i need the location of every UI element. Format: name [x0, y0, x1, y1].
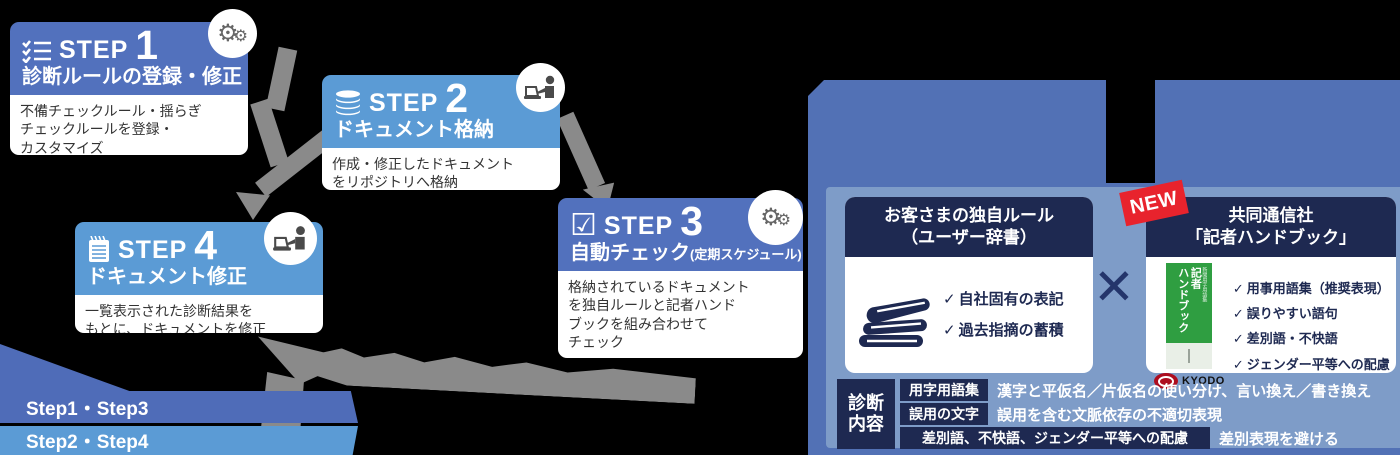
- row-label: 誤用の文字: [900, 403, 988, 425]
- handbook-book-cover: 記者 ハンドブック 新聞用字用語集: [1166, 263, 1213, 344]
- check-icon: ✓: [1232, 331, 1244, 347]
- gears-icon: ⚙⚙: [760, 203, 791, 231]
- step2-body: 作成・修正したドキュメント をリポジトリへ格納: [322, 147, 560, 190]
- book-cover-subtitle: 新聞用字用語集: [1201, 267, 1208, 303]
- handbook-title: 共同通信社 「記者ハンドブック」: [1146, 197, 1396, 258]
- step2-header: STEP 2 ドキュメント格納: [322, 75, 560, 148]
- row-label: 差別語、不快語、ジェンダー平等への配慮: [900, 427, 1210, 449]
- step2-word: STEP: [369, 88, 439, 117]
- step4-body: 一覧表示された診断結果を もとに、ドキュメントを修正: [75, 294, 323, 333]
- check-icon: ✓: [1232, 356, 1244, 372]
- check-icon: ✓: [1232, 280, 1244, 296]
- notepad-icon: [87, 235, 111, 263]
- table-row: 誤用の文字 誤用を含む文脈依存の不適切表現: [900, 403, 1222, 425]
- person-laptop-icon: [522, 75, 560, 101]
- checklist-icon: [22, 39, 52, 63]
- step3-body: 格納されているドキュメント を独自ルールと記者ハンド ブックを組み合わせて チェ…: [558, 270, 803, 358]
- step3-card: ☑ STEP 3 自動チェック(定期スケジュール) 格納されているドキュメント …: [558, 198, 803, 358]
- step2-card: STEP 2 ドキュメント格納 作成・修正したドキュメント をリポジトリへ格納: [322, 75, 560, 190]
- row-label: 用字用語集: [900, 379, 988, 401]
- check-item: ✓用事用語集（推奨表現）: [1232, 280, 1390, 296]
- customer-rules-checklist: ✓自社固有の表記 ✓過去指摘の蓄積: [943, 284, 1064, 347]
- check-item: ✓自社固有の表記: [943, 290, 1064, 308]
- down-arrow-notch: [1106, 80, 1155, 183]
- step3-word: STEP: [603, 211, 674, 240]
- step2-title: ドキュメント格納: [334, 118, 494, 141]
- row-description: 漢字と平仮名／片仮名の使い分け、言い換え／書き換え: [997, 382, 1372, 400]
- check-item: ✓過去指摘の蓄積: [943, 322, 1064, 340]
- gears-icon: ⚙⚙: [217, 19, 248, 47]
- step1-header: STEP 1 診断ルールの登録・修正: [10, 22, 248, 95]
- database-icon: [334, 90, 362, 116]
- check-icon: ✓: [1232, 305, 1244, 321]
- kyodo-logo: KYODO: [1154, 373, 1225, 390]
- legend-wedge: [0, 344, 132, 392]
- arrow-step2-step3: [556, 111, 606, 191]
- row-description: 差別表現を避ける: [1219, 430, 1340, 448]
- book-cover-title: 記者 ハンドブック: [1176, 267, 1202, 334]
- step1-word: STEP: [59, 35, 129, 64]
- step3-gear-badge: ⚙⚙: [748, 190, 803, 245]
- step4-title: ドキュメント修正: [87, 265, 247, 288]
- legend-step2-step4-label: Step2・Step4: [26, 432, 149, 453]
- step4-word: STEP: [118, 235, 188, 264]
- step1-body: 不備チェックルール・揺らぎ チェックルールを登録・ カスタマイズ: [10, 94, 248, 155]
- handbook-checklist: ✓用事用語集（推奨表現） ✓誤りやすい語句 ✓差別語・不快語 ✓ジェンダー平等へ…: [1233, 276, 1390, 377]
- table-row: 用字用語集 漢字と平仮名／片仮名の使い分け、言い換え／書き換え: [900, 379, 1371, 401]
- check-item: ✓ジェンダー平等への配慮: [1232, 356, 1390, 372]
- handbook-card: 共同通信社 「記者ハンドブック」 記者 ハンドブック 新聞用字用語集 KYODO…: [1146, 197, 1396, 390]
- book-spine: [1166, 343, 1213, 370]
- check-icon: ✓: [943, 322, 956, 340]
- arrow-step2-step4-head: [236, 192, 270, 220]
- step3-title-note: (定期スケジュール): [690, 246, 802, 262]
- step1-title: 診断ルールの登録・修正: [22, 65, 242, 88]
- legend-step2-step4: Step2・Step4: [0, 426, 358, 455]
- arrow-step1-step2: [265, 46, 298, 112]
- table-row: 差別語、不快語、ジェンダー平等への配慮 差別表現を避ける: [900, 427, 1339, 449]
- customer-rules-card: お客さまの独自ルール （ユーザー辞書） ✓自社固有の表記 ✓過去指摘の蓄積: [845, 197, 1093, 373]
- kyodo-logo-mark: [1154, 373, 1178, 390]
- step4-number: 4: [194, 222, 218, 268]
- books-icon: [859, 277, 933, 353]
- legend-step1-step3-label: Step1・Step3: [26, 398, 149, 420]
- step2-number: 2: [445, 75, 469, 121]
- step2-person-badge: [516, 63, 565, 112]
- multiply-icon: ✕: [1093, 259, 1135, 315]
- row-description: 誤用を含む文脈依存の不適切表現: [997, 406, 1223, 424]
- step4-person-badge: [264, 212, 317, 265]
- check-item: ✓差別語・不快語: [1232, 331, 1338, 347]
- step1-card: STEP 1 診断ルールの登録・修正 不備チェックルール・揺らぎ チェックルール…: [10, 22, 248, 155]
- step3-title: 自動チェック(定期スケジュール): [570, 241, 802, 264]
- step1-gear-badge: ⚙⚙: [208, 9, 257, 58]
- step3-number: 3: [680, 198, 704, 244]
- legend-step1-step3: Step1・Step3: [0, 391, 358, 423]
- customer-rules-title: お客さまの独自ルール （ユーザー辞書）: [845, 197, 1093, 258]
- person-laptop-icon: [271, 225, 311, 253]
- checkbox-icon: ☑: [570, 208, 597, 242]
- kyodo-logo-text: KYODO: [1182, 375, 1225, 388]
- check-icon: ✓: [943, 290, 956, 308]
- diagnosis-table-header: 診断 内容: [837, 379, 895, 449]
- check-item: ✓誤りやすい語句: [1232, 305, 1338, 321]
- step1-number: 1: [135, 22, 159, 68]
